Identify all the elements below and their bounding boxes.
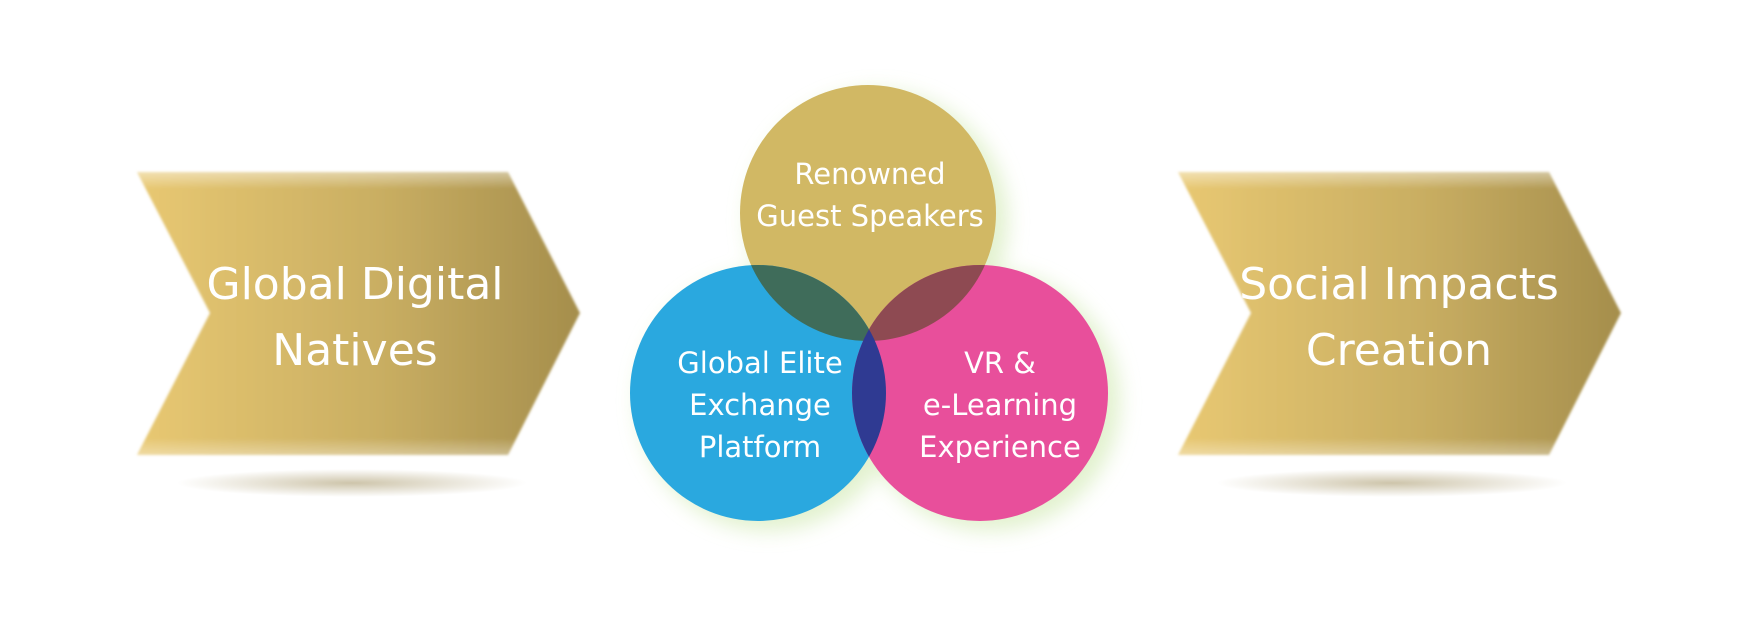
venn-overlap-top-right — [852, 265, 996, 341]
venn-top-line-2: Guest Speakers — [756, 199, 984, 233]
venn-right-line-3: Experience — [919, 430, 1081, 464]
right-arrow-label: Social Impacts Creation — [1184, 248, 1614, 388]
left-arrow-shape — [137, 172, 580, 455]
venn-top-line-1: Renowned — [794, 157, 946, 191]
left-arrow-label: Global Digital Natives — [140, 248, 570, 388]
left-arrow-shadow — [177, 469, 527, 497]
venn-left-label: Global Elite Exchange Platform — [620, 340, 900, 470]
venn-top-label: Renowned Guest Speakers — [700, 150, 1040, 240]
venn-right-line-2: e-Learning — [922, 388, 1078, 422]
venn-right-line-1: VR & — [964, 346, 1036, 380]
right-arrow-line-2: Creation — [1305, 325, 1493, 376]
venn-left-line-2: Exchange — [689, 388, 831, 422]
venn-left-line-3: Platform — [698, 430, 822, 464]
venn-overlap-top-left — [740, 265, 886, 341]
right-arrow-line-1: Social Impacts — [1239, 259, 1559, 310]
left-arrow-line-2: Natives — [272, 325, 438, 376]
right-arrow-shadow — [1217, 469, 1567, 497]
left-arrow-line-1: Global Digital — [206, 259, 504, 310]
venn-left-line-1: Global Elite — [677, 346, 843, 380]
venn-right-label: VR & e-Learning Experience — [860, 340, 1140, 470]
right-arrow-shape — [1178, 172, 1621, 455]
